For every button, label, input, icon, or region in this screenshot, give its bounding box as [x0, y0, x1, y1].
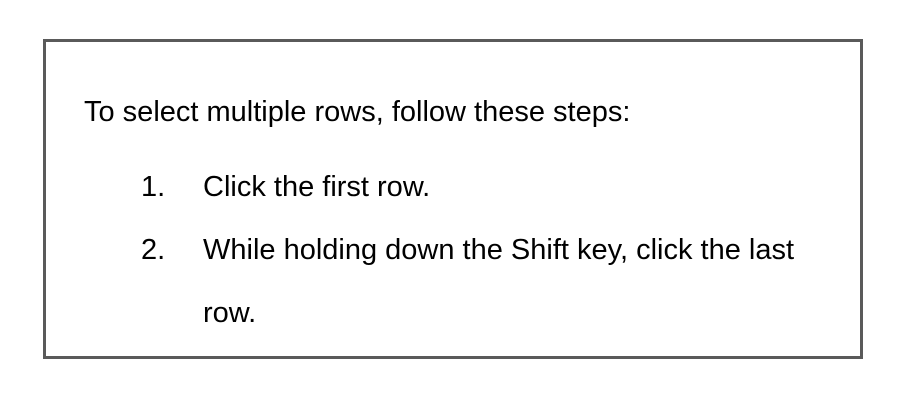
step-number: 2. — [141, 234, 166, 266]
step-item: 2. While holding down the Shift key, cli… — [141, 219, 841, 345]
step-text: Click the first row. — [203, 171, 431, 203]
intro-text: To select multiple rows, follow these st… — [84, 96, 631, 128]
step-number: 1. — [141, 171, 166, 203]
step-item: 1. Click the first row. — [141, 156, 841, 219]
steps-list: 1. Click the first row. 2. While holding… — [141, 156, 841, 345]
instructions-box: To select multiple rows, follow these st… — [43, 39, 863, 359]
step-text: While holding down the Shift key, click … — [203, 234, 795, 329]
